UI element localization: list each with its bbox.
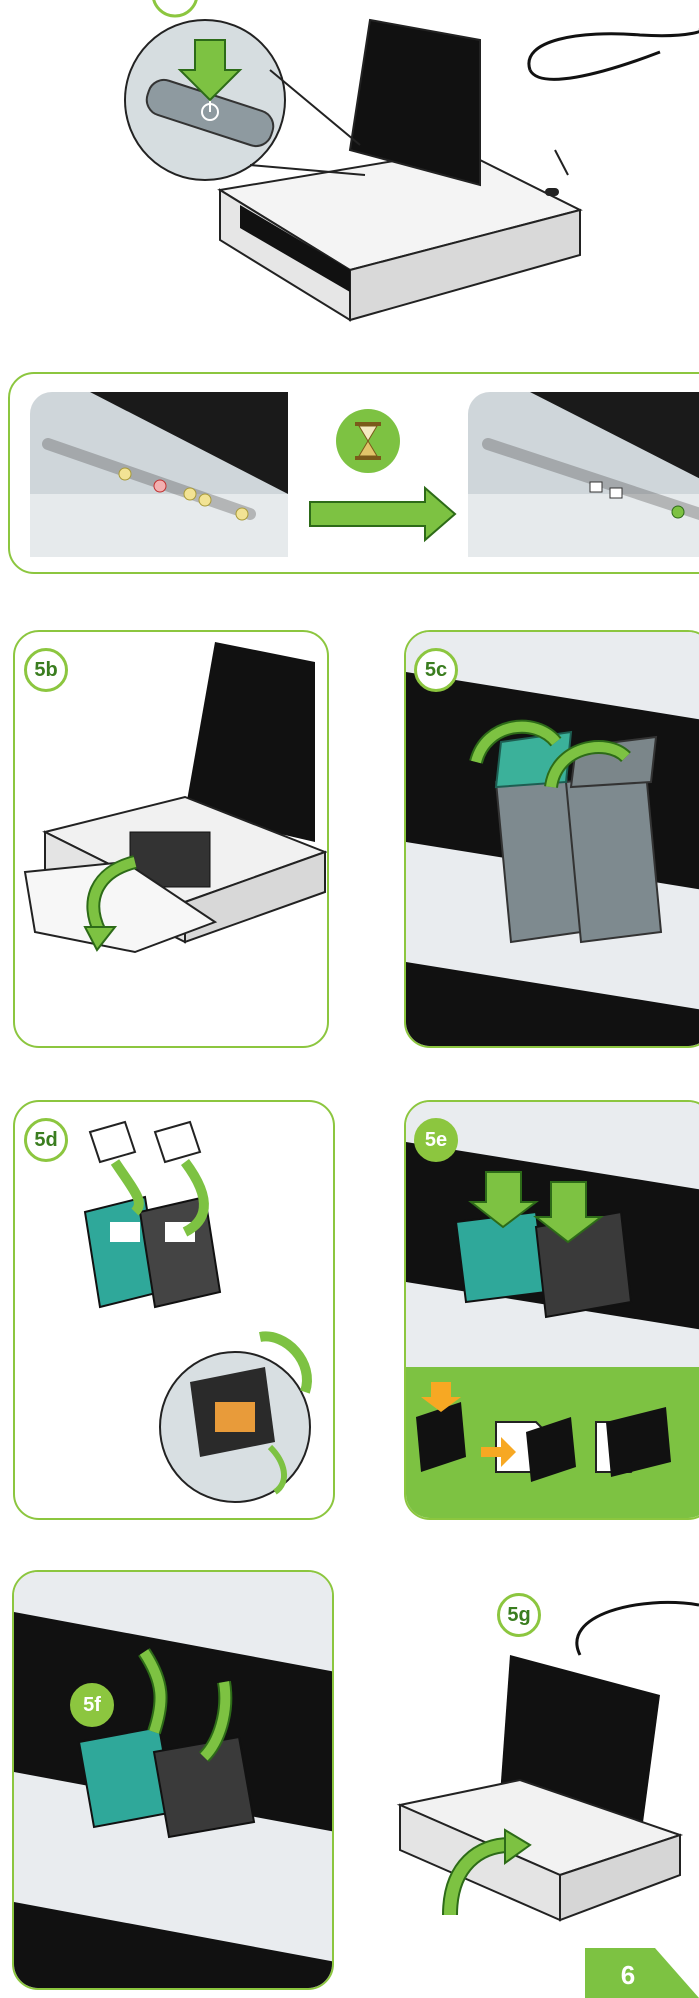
hourglass-icon <box>336 409 400 473</box>
step-badge-5e: 5e <box>414 1118 458 1162</box>
status-light-panel <box>8 372 699 574</box>
step-badge-5b: 5b <box>24 648 68 692</box>
step-5d-panel <box>13 1100 335 1520</box>
arrow-right-icon <box>310 488 455 540</box>
step-badge-5g: 5g <box>497 1593 541 1637</box>
step-5b-panel <box>13 630 329 1048</box>
step-badge-5c: 5c <box>414 648 458 692</box>
step-5g-illustration <box>380 1575 699 1935</box>
step-5a-illustration <box>100 0 699 330</box>
step-5f-panel <box>12 1570 334 1990</box>
page-number: 6 <box>600 1960 656 1991</box>
step-5e-panel <box>404 1100 699 1520</box>
step-5c-panel <box>404 630 699 1048</box>
step-badge-5f: 5f <box>70 1683 114 1727</box>
step-badge-5d: 5d <box>24 1118 68 1162</box>
